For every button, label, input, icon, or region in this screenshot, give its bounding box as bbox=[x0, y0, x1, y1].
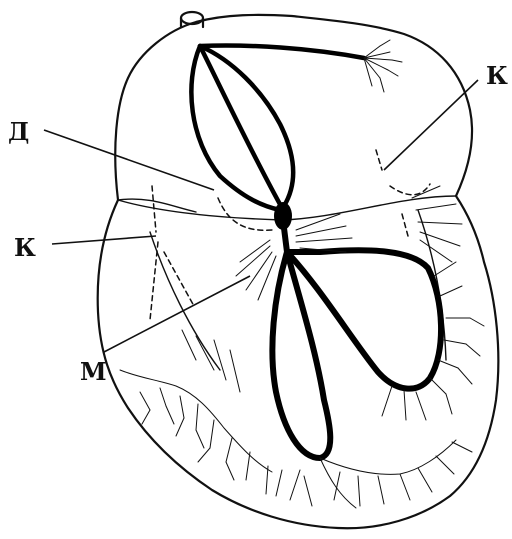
upper-loop-cross bbox=[200, 46, 282, 208]
left-atrium-fibres bbox=[364, 40, 402, 92]
dashed-line-2 bbox=[150, 242, 158, 320]
heart-outline bbox=[98, 15, 499, 528]
label-K-left: К bbox=[14, 233, 36, 262]
label-M: М bbox=[80, 357, 107, 386]
dashed-line-5 bbox=[376, 150, 382, 170]
leader-M bbox=[104, 276, 250, 352]
leader-D bbox=[44, 130, 214, 190]
right-ventricle-edge bbox=[150, 232, 220, 370]
right-atrium-edge bbox=[118, 199, 196, 212]
his-bundle bbox=[283, 220, 287, 252]
left-bundle-branch bbox=[287, 250, 441, 388]
leader-K-right bbox=[384, 80, 478, 170]
label-K-right: К bbox=[486, 61, 508, 90]
label-D: Д bbox=[8, 117, 29, 146]
right-bundle-branch bbox=[272, 252, 330, 458]
dashed-line-7 bbox=[402, 214, 408, 236]
bachmann-bundle bbox=[200, 46, 364, 59]
